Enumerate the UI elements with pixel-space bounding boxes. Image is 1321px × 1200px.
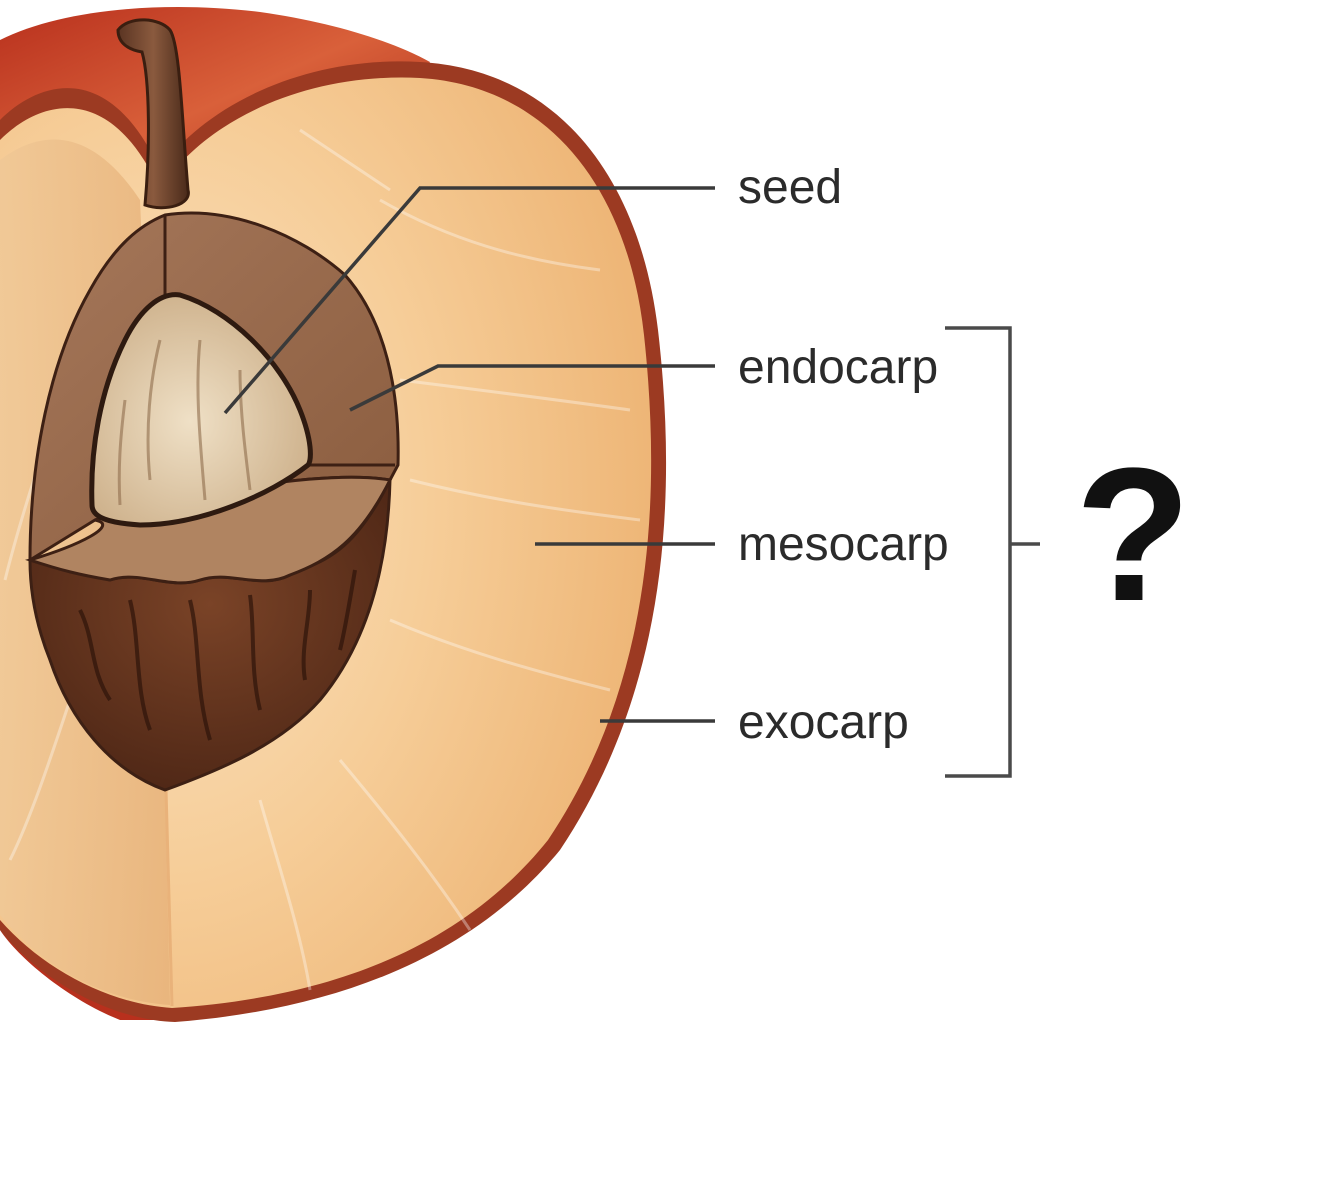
- endocarp-leader-line: [349, 364, 715, 412]
- pericarp-bracket: [945, 326, 1012, 778]
- peach-stem: [116, 18, 190, 210]
- pit-texture: [78, 569, 357, 741]
- cut-edge-line: [164, 789, 174, 1007]
- label-exocarp: exocarp: [738, 696, 909, 749]
- label-endocarp: endocarp: [738, 341, 938, 394]
- label-seed: seed: [738, 161, 842, 214]
- flesh-fibres: [3, 128, 641, 991]
- pit-cut-rim: [25, 475, 393, 585]
- seed-texture: [117, 339, 252, 506]
- label-mesocarp: mesocarp: [738, 518, 949, 571]
- bracket-question-mark: ?: [1075, 429, 1191, 641]
- seed-kernel: [89, 292, 313, 528]
- seed-leader-line: [223, 186, 715, 415]
